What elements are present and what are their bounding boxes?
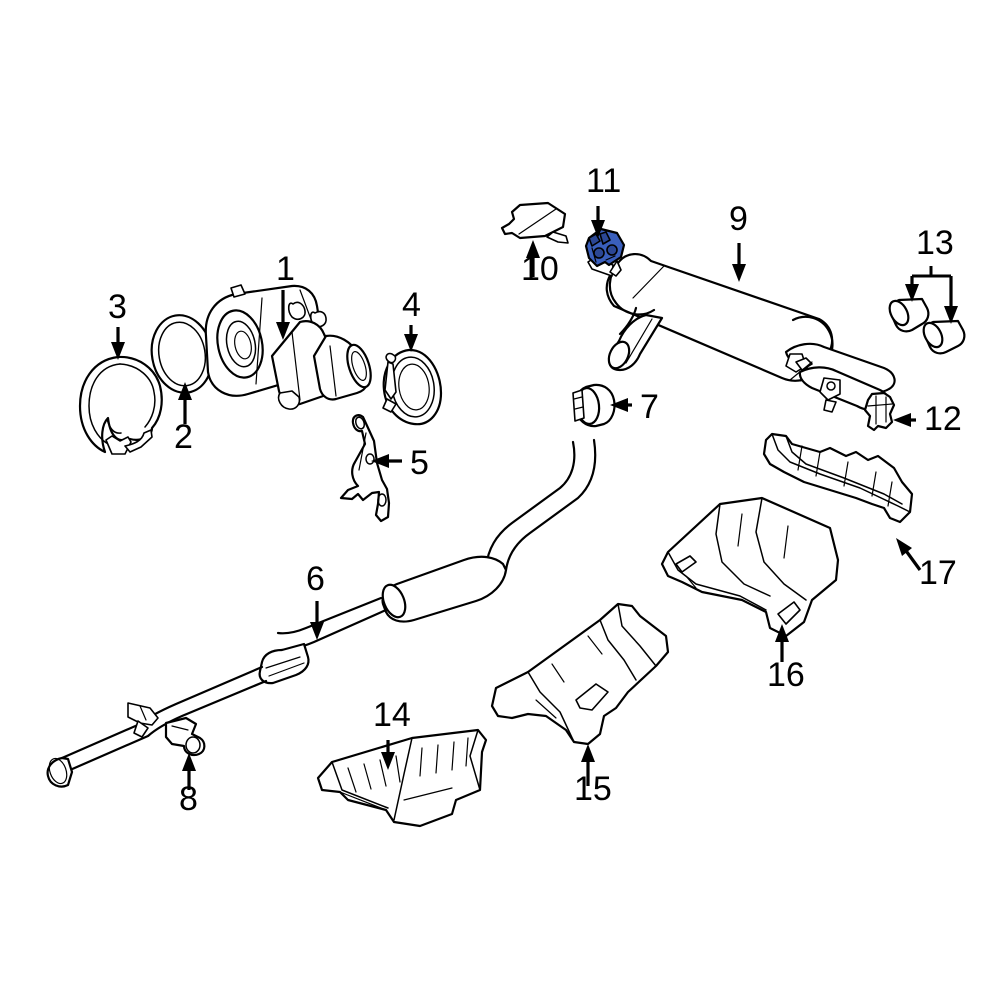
callout-label-6[interactable]: 6 — [306, 560, 325, 598]
callout-label-12[interactable]: 12 — [924, 400, 962, 438]
part-8-exhaust-hanger-bracket — [164, 716, 206, 757]
part-15-floor-heat-shield-center — [490, 602, 670, 746]
callout-label-16[interactable]: 16 — [767, 656, 805, 694]
part-4-clamp-v-band-rear — [382, 348, 443, 426]
callout-arrow-17 — [896, 538, 922, 571]
part-13-exhaust-tail-pipe-tips — [888, 297, 966, 355]
callout-arrow-9 — [732, 243, 746, 282]
callout-label-10[interactable]: 10 — [521, 250, 559, 288]
callout-label-7[interactable]: 7 — [640, 388, 659, 426]
part-10-muffler-heat-shield-plate — [500, 201, 569, 244]
callout-label-17[interactable]: 17 — [919, 554, 957, 592]
callout-arrow-12 — [893, 413, 916, 427]
callout-label-14[interactable]: 14 — [373, 696, 411, 734]
callout-arrow-14 — [381, 740, 395, 770]
part-12-hanger-insulator-mount — [863, 391, 896, 432]
callout-label-13[interactable]: 13 — [916, 224, 954, 262]
callout-label-11[interactable]: 11 — [586, 162, 622, 200]
callout-arrow-5 — [371, 454, 402, 468]
callout-arrow-10 — [526, 240, 540, 277]
callout-arrow-4 — [404, 325, 418, 352]
callout-arrow-7 — [610, 398, 632, 412]
callout-label-4[interactable]: 4 — [402, 286, 421, 324]
part-9-rear-muffler — [587, 253, 896, 413]
callout-arrow-2 — [178, 382, 192, 424]
callout-arrow-1 — [276, 290, 290, 340]
callout-label-1[interactable]: 1 — [276, 250, 295, 288]
callout-label-5[interactable]: 5 — [410, 444, 429, 482]
callout-label-2[interactable]: 2 — [174, 418, 193, 456]
callout-arrow-8 — [182, 753, 196, 790]
callout-arrow-13 — [905, 266, 958, 324]
part-3-clamp-v-band-front — [78, 355, 163, 455]
callout-label-15[interactable]: 15 — [574, 770, 612, 808]
callout-label-9[interactable]: 9 — [729, 200, 748, 238]
part-5-converter-support-bracket — [339, 414, 391, 523]
callout-arrow-11 — [591, 206, 605, 238]
callout-label-8[interactable]: 8 — [179, 780, 198, 818]
part-7-pipe-sleeve-clamp — [572, 383, 616, 428]
part-17-tunnel-heat-shield-bar — [762, 432, 914, 524]
part-14-floor-heat-shield-front — [316, 728, 488, 828]
part-1-catalytic-converter — [204, 284, 372, 410]
part-11-exhaust-mounting-bracket-highlighted — [584, 227, 626, 268]
callout-arrow-16 — [775, 624, 789, 662]
callout-arrow-3 — [111, 327, 125, 360]
callout-arrows — [111, 206, 958, 790]
callout-label-3[interactable]: 3 — [108, 288, 127, 326]
callout-arrow-6 — [310, 601, 324, 640]
part-16-floor-heat-shield-rear — [660, 496, 840, 638]
part-6-center-muffler-pipe — [46, 438, 597, 788]
callout-arrow-15 — [581, 744, 595, 786]
